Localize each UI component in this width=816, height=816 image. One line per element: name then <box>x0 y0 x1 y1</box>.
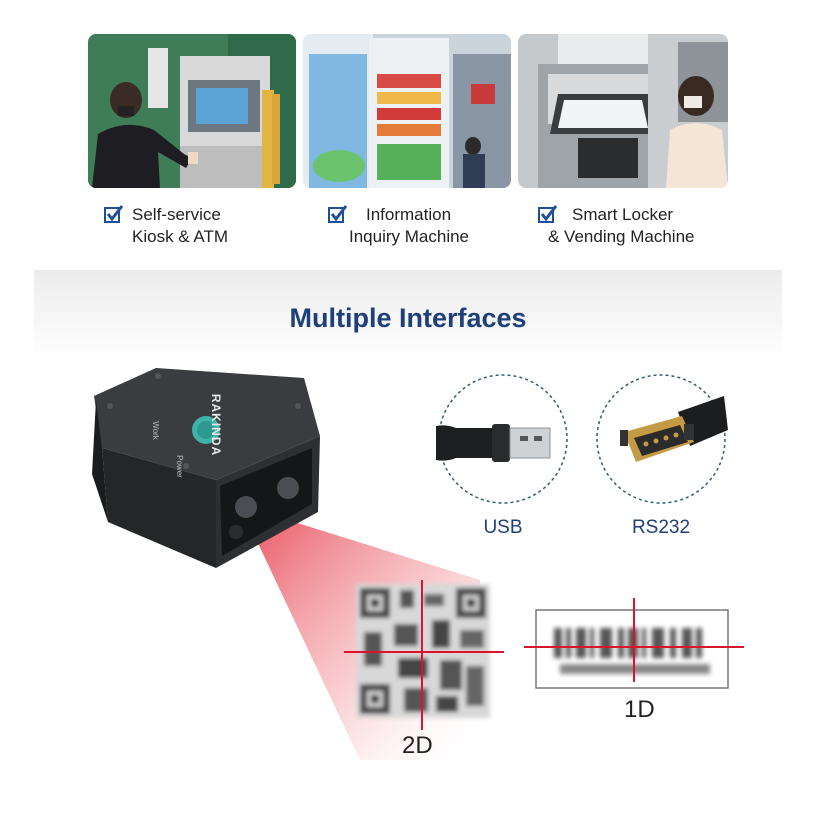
scenario-inquiry-machine: Information Inquiry Machine <box>328 204 469 248</box>
checkbox-check-icon <box>538 205 558 223</box>
barcode-scanner-device <box>92 368 320 568</box>
barcode-icon <box>524 598 744 689</box>
usb-label: USB <box>483 517 523 538</box>
rs232-label: RS232 <box>631 517 691 538</box>
scenario-line1: Smart Locker <box>572 205 674 224</box>
scenario-line2: & Vending Machine <box>548 227 695 246</box>
scenario-line2: Kiosk & ATM <box>132 227 229 246</box>
scenario-line1: Self-service <box>132 205 221 224</box>
scenario-line1: Information <box>366 205 452 224</box>
device-brand-label: RAKINDA <box>209 393 224 457</box>
code-1d-label: 1D <box>624 696 655 723</box>
scenario-line2: Inquiry Machine <box>349 227 470 246</box>
checkbox-check-icon <box>328 205 348 223</box>
scenario-kiosk-atm: Self-service Kiosk & ATM <box>104 204 228 248</box>
rs232-connector-icon <box>596 374 728 504</box>
vending-machine-photo <box>303 34 511 188</box>
section-title: Multiple Interfaces <box>289 303 527 333</box>
atm-kiosk-photo <box>88 34 296 188</box>
qr-code-icon <box>344 580 504 730</box>
self-service-terminal-photo <box>518 34 728 188</box>
checkbox-check-icon <box>104 205 124 223</box>
section-band <box>34 270 782 360</box>
code-2d-label: 2D <box>402 732 433 759</box>
usb-connector-icon <box>436 374 568 504</box>
scenario-locker-vending: Smart Locker & Vending Machine <box>538 204 695 248</box>
device-led-work-label: Work <box>150 421 160 440</box>
device-led-power-label: Power <box>174 455 184 478</box>
